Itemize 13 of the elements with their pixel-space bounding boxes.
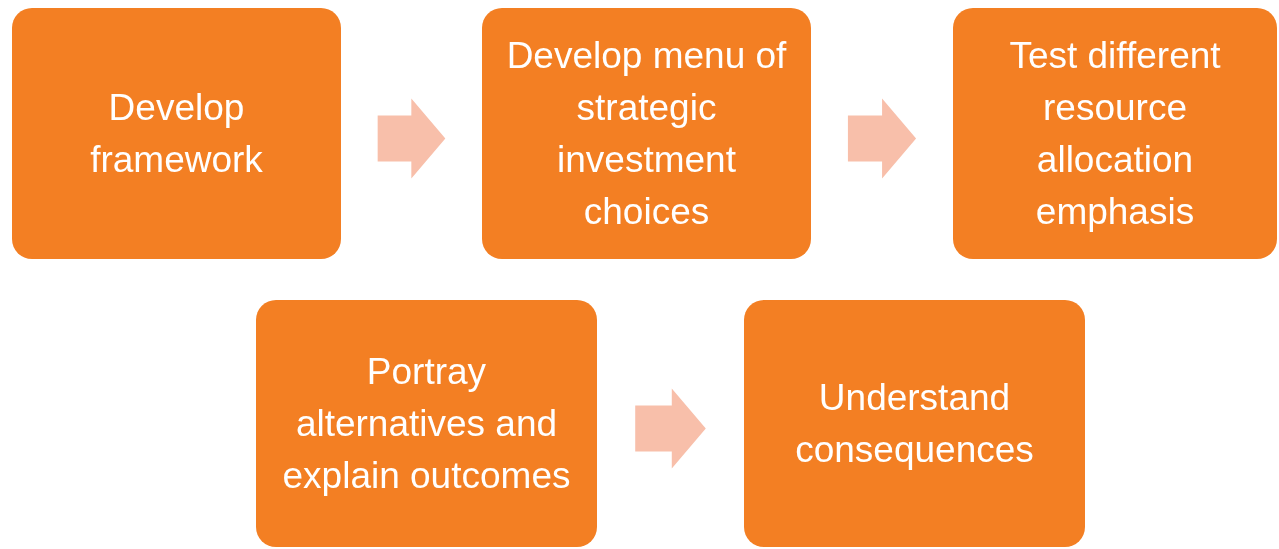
box-label: Test different resource allocation emphasis [1008,33,1222,234]
process-box [256,300,597,547]
box-label: Portray alternatives and explain outcomes [281,349,572,498]
process-box [953,8,1277,259]
block-arrow [377,98,446,179]
block-arrow [847,98,917,179]
process-box [744,300,1085,547]
block-arrow [635,388,706,469]
box-label: Understand consequences [794,375,1035,472]
process-box [482,8,811,259]
box-label: Develop framework [89,85,264,182]
box-label: Develop menu of strategic investment choices [505,33,788,234]
process-box [12,8,341,259]
